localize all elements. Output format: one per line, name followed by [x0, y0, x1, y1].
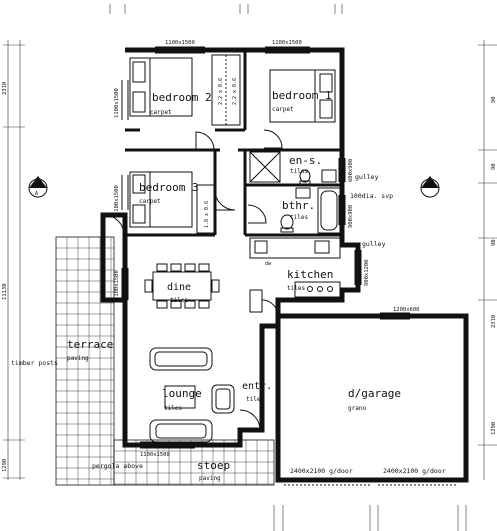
note-pergola: pergola above — [92, 462, 143, 470]
room-label-bedroom-3: bedroom 3 — [139, 181, 199, 194]
window-label-top-left: 1100x1500 — [165, 40, 195, 46]
room-label-garage: d/garage — [348, 387, 401, 400]
lounge-furniture — [149, 347, 235, 443]
window-label-right-ensuite: 600x900 — [348, 159, 354, 182]
note-dw: dw — [265, 261, 272, 267]
finish-label-bathroom: tiles — [290, 214, 308, 221]
room-label-lounge: lounge — [162, 387, 202, 400]
finish-label-garage: grano — [348, 405, 366, 412]
room-label-bathroom: bthr. — [282, 199, 315, 212]
bed-bedroom-2 — [129, 57, 193, 117]
room-label-ensuite: en-s. — [289, 154, 322, 167]
dimension-label-right-3: 90 — [491, 239, 497, 246]
note-gulley-1: gulley — [355, 173, 379, 181]
section-marker-label: A — [35, 191, 38, 197]
section-marker-left: A — [28, 176, 48, 198]
window-label-stoep: 1100x1500 — [140, 452, 170, 458]
cupboard-label-3: 1.8 x 0.6 — [204, 201, 210, 228]
dimension-label-right-5: 1290 — [491, 422, 497, 435]
room-label-terrace: terrace — [67, 338, 113, 351]
note-svp: 100dia. svp — [350, 192, 393, 200]
finish-label-kitchen: tiles — [287, 285, 305, 292]
finish-label-bedroom-3: carpet — [139, 198, 161, 205]
finish-label-terrace: paving — [67, 355, 89, 362]
bed-bedroom-3 — [129, 171, 193, 228]
room-label-stoep: stoep — [197, 459, 230, 472]
section-marker-right — [420, 176, 440, 198]
finish-label-bedroom-2: carpet — [150, 109, 172, 116]
room-label-bedroom-1: bedroom 1 — [272, 89, 332, 102]
dimension-label-right-4: 2310 — [491, 315, 497, 328]
note-garage-door-1: 2400x2100 g/door — [290, 467, 353, 475]
dining-table — [144, 263, 220, 309]
finish-label-dine: tiles — [170, 297, 188, 304]
finish-label-lounge: tiles — [164, 405, 182, 412]
room-label-dine: dine — [167, 282, 191, 293]
note-garage-door-2: 2400x2100 g/door — [383, 467, 446, 475]
doors — [103, 129, 458, 486]
windows — [121, 46, 410, 449]
room-label-kitchen: kitchen — [287, 268, 333, 281]
window-label-left-bed3: 1100x1500 — [114, 185, 120, 215]
exterior-walls — [100, 47, 469, 483]
note-timber-posts: timber posts — [11, 359, 58, 367]
cupboard-label-1: 2.2 x 0.6 — [218, 78, 224, 105]
dimension-lines — [3, 4, 497, 531]
finish-label-bedroom-1: carpet — [272, 106, 294, 113]
dimension-label-left-3: 1290 — [2, 459, 8, 472]
ensuite-fixtures — [249, 151, 337, 185]
kitchen-counters — [249, 237, 341, 313]
dimension-label-left-2: 11130 — [2, 283, 8, 300]
cupboard-label-2: 2.2 x 0.6 — [232, 78, 238, 105]
room-label-entrance: entr. — [242, 381, 272, 392]
dimension-label-left-1: 2310 — [2, 82, 8, 95]
finish-label-ensuite: tiles — [290, 168, 308, 175]
room-label-bedroom-2: bedroom 2 — [152, 91, 212, 104]
window-label-left-bed2: 1100x1500 — [114, 88, 120, 118]
window-label-garage-top: 1200x600 — [393, 307, 420, 313]
window-label-right-bath: 900x900 — [348, 205, 354, 228]
bathroom-fixtures — [280, 187, 341, 234]
built-in-cupboards — [196, 54, 241, 234]
window-label-left-dine: 1100x1500 — [114, 270, 120, 300]
finish-label-stoep: paving — [199, 475, 221, 482]
note-gulley-2: gulley — [362, 240, 386, 248]
interior-walls — [125, 50, 342, 328]
dimension-label-right-1: 90 — [491, 96, 497, 103]
bed-bedroom-1 — [269, 69, 336, 123]
dimension-label-right-2: 90 — [491, 163, 497, 170]
finish-label-entrance: tiles — [246, 396, 264, 403]
window-label-right-kitchen: 900x1200 — [364, 260, 370, 287]
window-label-top-right: 1100x1500 — [272, 40, 302, 46]
paving-grid — [55, 236, 275, 486]
